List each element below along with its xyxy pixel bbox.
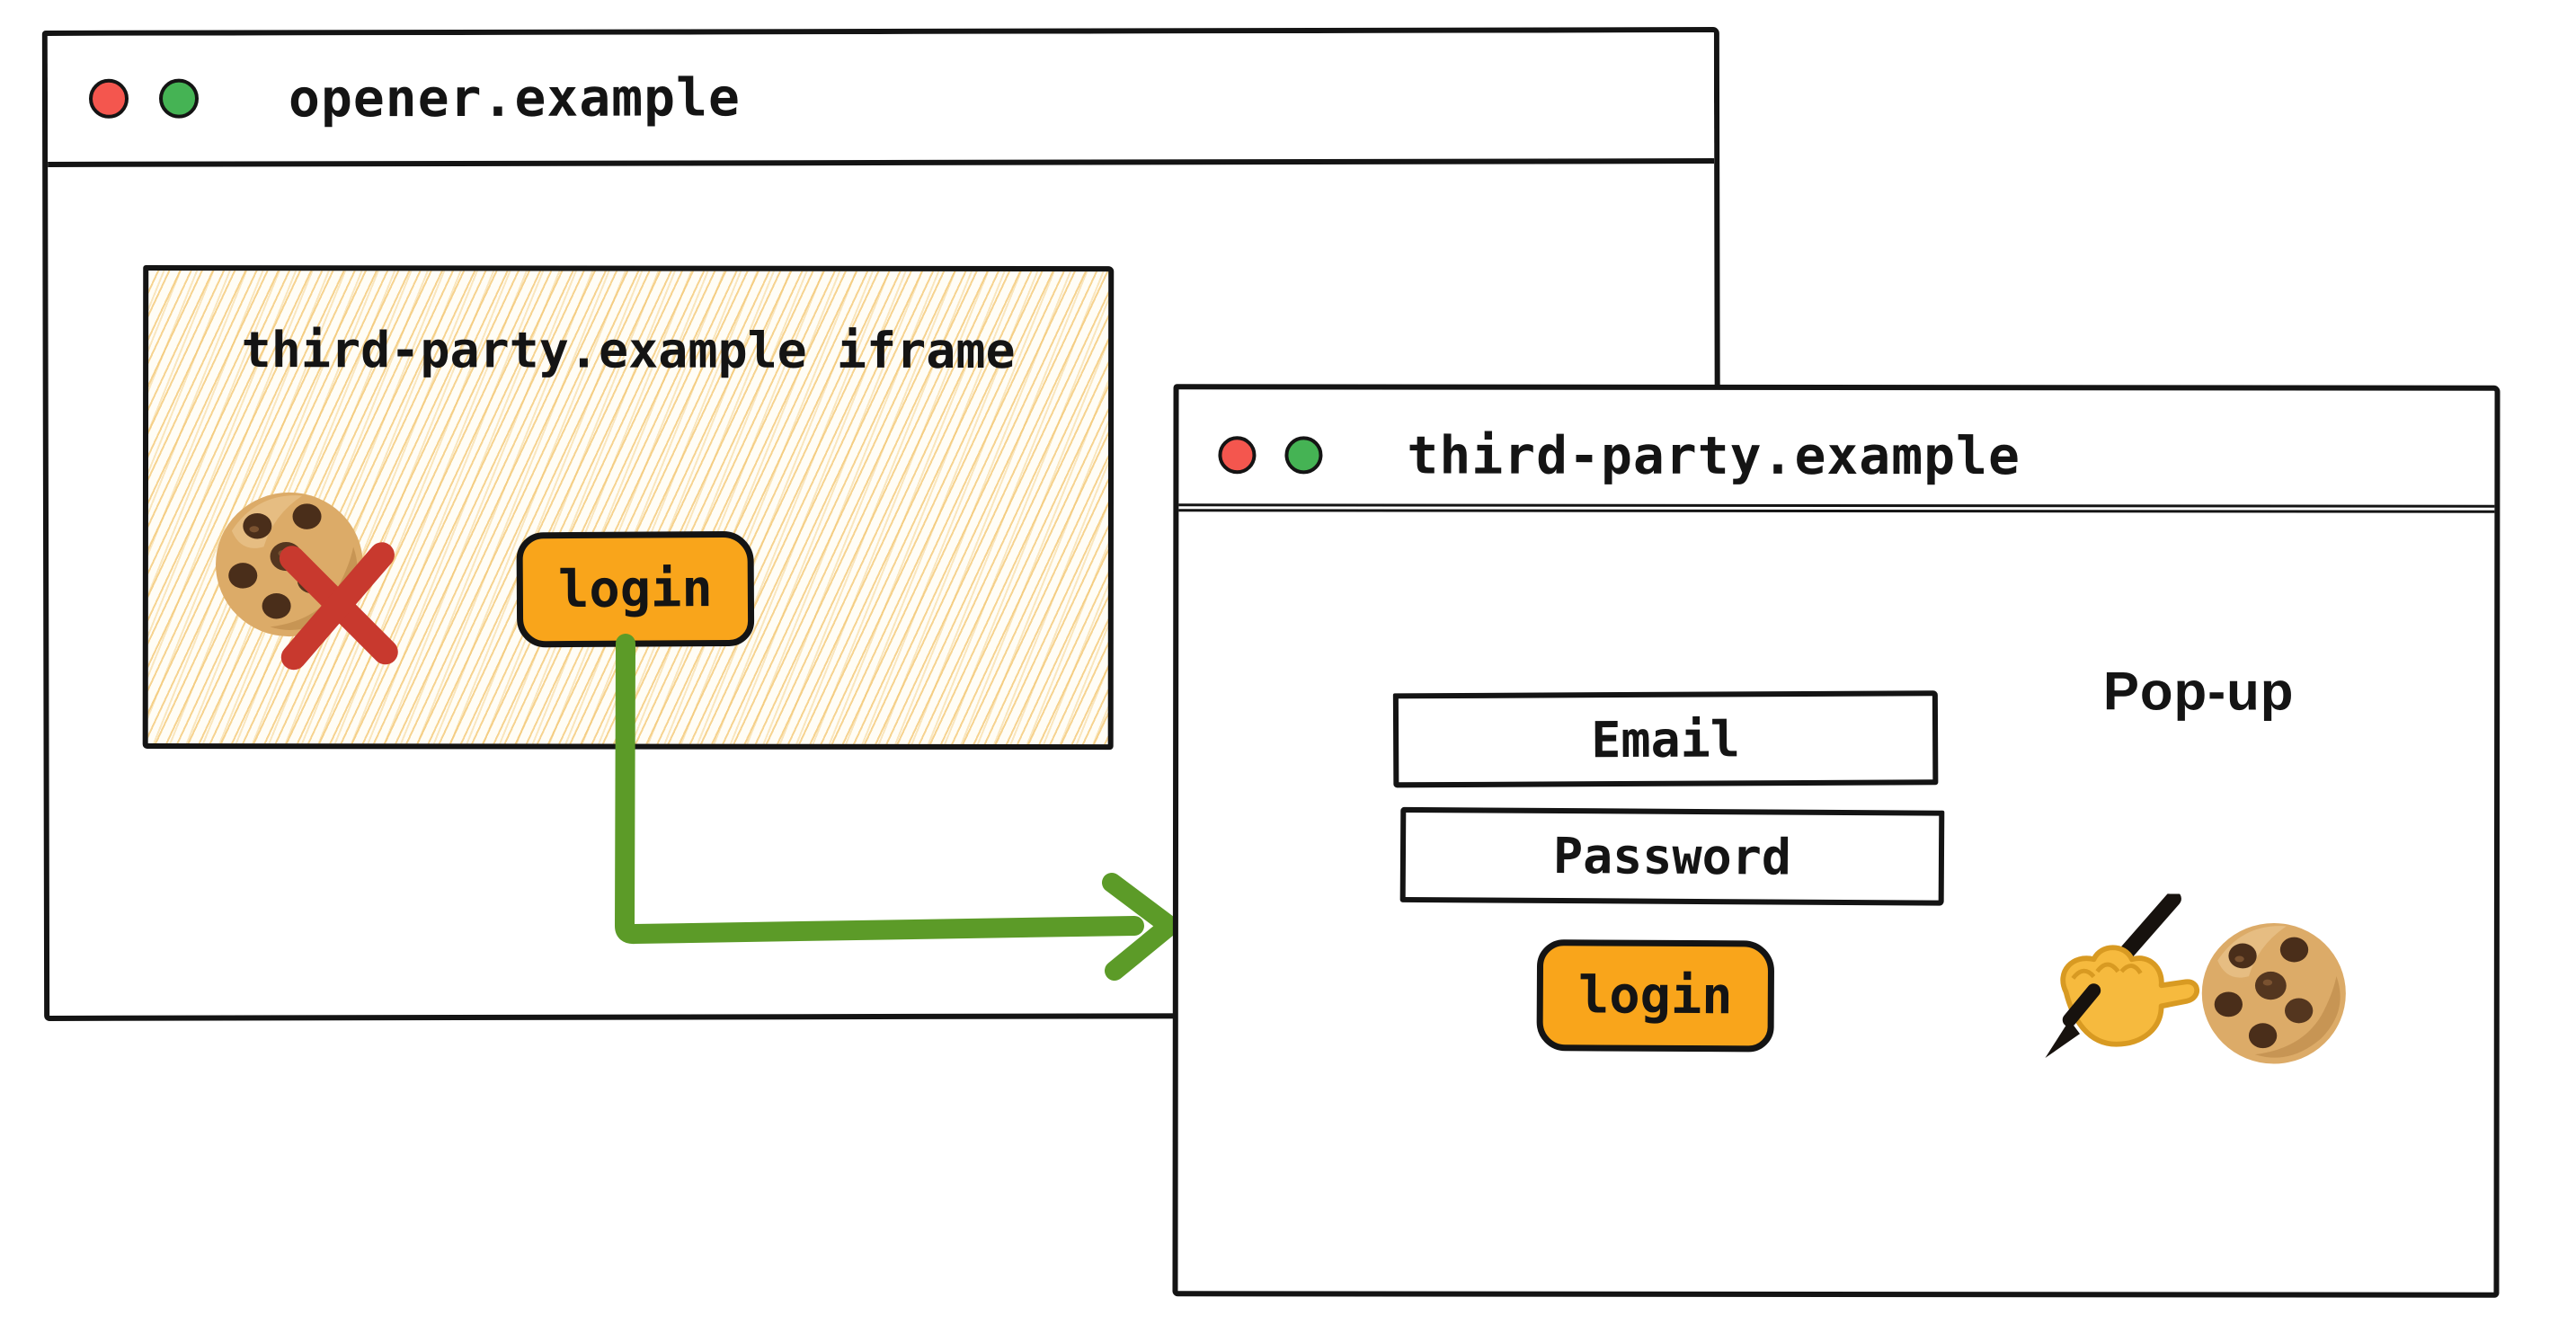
popup-window-title: third-party.example bbox=[1407, 423, 2021, 486]
traffic-light-red-icon[interactable] bbox=[88, 78, 129, 119]
email-input-label: Email bbox=[1591, 709, 1741, 769]
popup-login-label: login bbox=[1577, 965, 1733, 1026]
popup-titlebar: third-party.example bbox=[1178, 389, 2495, 513]
iframe-label: third-party.example iframe bbox=[241, 321, 1016, 380]
traffic-light-red-icon[interactable] bbox=[1218, 435, 1257, 474]
popup-window: third-party.example Pop-up Email Passwor… bbox=[1172, 384, 2500, 1298]
writing-hand-icon bbox=[2045, 893, 2200, 1059]
opener-titlebar: opener.example bbox=[47, 32, 1715, 167]
email-input[interactable]: Email bbox=[1392, 690, 1939, 788]
iframe-login-button[interactable]: login bbox=[516, 530, 755, 648]
blocked-cross-icon bbox=[279, 542, 398, 671]
traffic-light-green-icon[interactable] bbox=[158, 78, 200, 119]
iframe-login-label: login bbox=[557, 559, 713, 620]
popup-annotation-label: Pop-up bbox=[2102, 661, 2295, 722]
traffic-light-green-icon[interactable] bbox=[1284, 435, 1323, 474]
opener-window: opener.example third-party.example ifram… bbox=[41, 27, 1722, 1021]
password-input[interactable]: Password bbox=[1399, 806, 1945, 906]
opener-window-title: opener.example bbox=[288, 67, 741, 129]
cookie-icon bbox=[2201, 922, 2346, 1064]
password-input-label: Password bbox=[1552, 826, 1792, 886]
third-party-iframe: third-party.example iframe bbox=[142, 265, 1115, 751]
popup-login-button[interactable]: login bbox=[1536, 939, 1775, 1053]
